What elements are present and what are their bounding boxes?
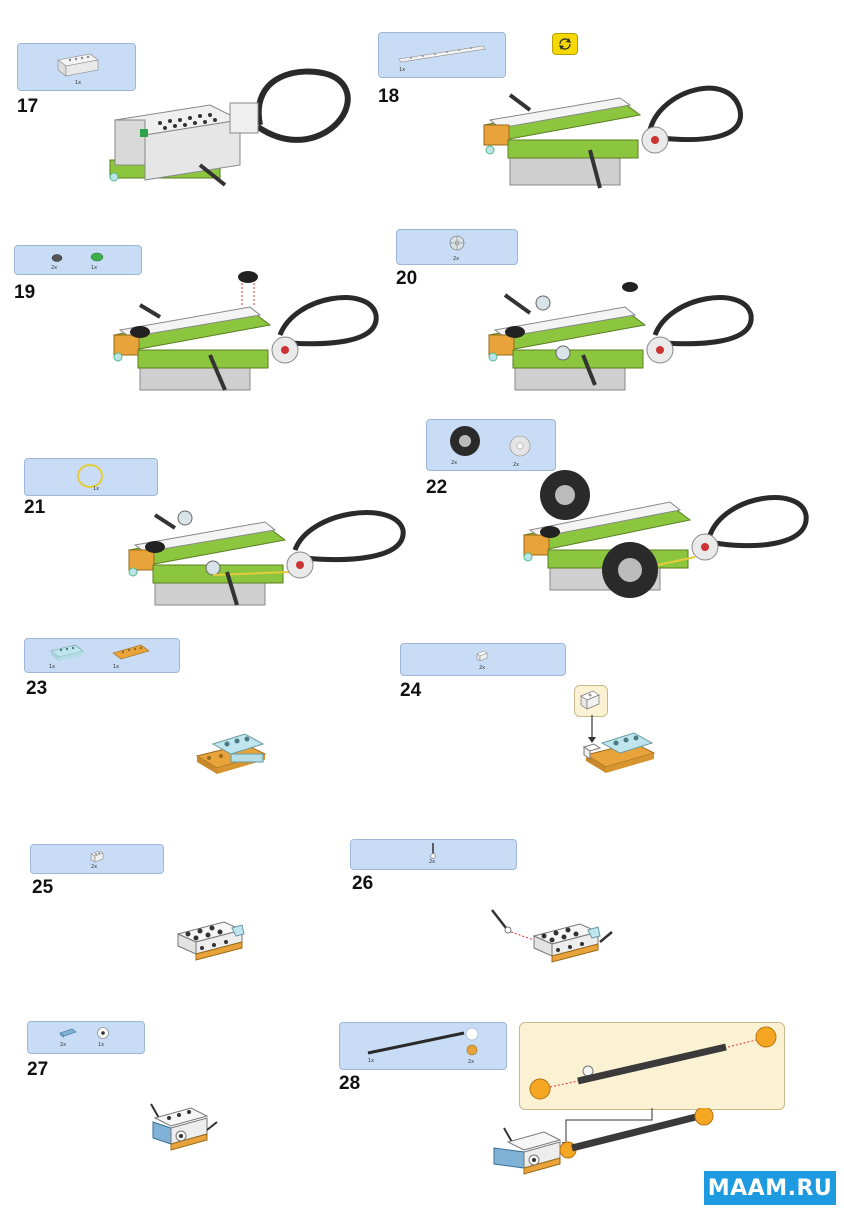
assembly-model-21 bbox=[127, 510, 406, 606]
step-number: 26 bbox=[352, 873, 374, 894]
parts-box-19: 2x 1x bbox=[14, 245, 142, 275]
parts-box-25: 2x bbox=[30, 844, 164, 874]
callout-28 bbox=[519, 1022, 785, 1110]
parts-box-22: 2x 2x bbox=[426, 419, 556, 471]
part-qty: 2x bbox=[479, 665, 486, 671]
assembly-model-17 bbox=[109, 68, 351, 187]
step-number: 20 bbox=[396, 268, 418, 289]
site-watermark: MAAM.RU bbox=[704, 1171, 836, 1205]
bush-white-icon bbox=[97, 1027, 109, 1039]
step-number: 27 bbox=[27, 1059, 49, 1080]
step-number: 18 bbox=[378, 86, 400, 107]
smarthub-brick-icon bbox=[57, 53, 99, 77]
white-brick-icon bbox=[476, 650, 488, 662]
rotate-model-icon bbox=[552, 33, 578, 55]
plate-orange-icon bbox=[112, 644, 150, 660]
step-21: 1x 21 bbox=[0, 440, 420, 620]
parts-box-28: 1x 2x bbox=[339, 1022, 507, 1070]
step-number: 19 bbox=[14, 282, 36, 303]
gear-icon bbox=[449, 235, 465, 251]
tire-icon bbox=[450, 426, 480, 456]
assembly-model-25 bbox=[176, 921, 245, 961]
part-qty: 2x bbox=[60, 1042, 67, 1048]
step-number: 28 bbox=[339, 1073, 361, 1094]
assembly-model-23 bbox=[195, 733, 267, 774]
rubber-band-icon bbox=[77, 464, 103, 488]
part-qty: 1x bbox=[91, 265, 98, 271]
step-number: 17 bbox=[17, 96, 39, 117]
part-qty: 2x bbox=[451, 460, 458, 466]
part-qty: 2x bbox=[51, 265, 58, 271]
tile-blue-icon bbox=[59, 1028, 77, 1038]
step-27: 2x 1x 27 bbox=[0, 1000, 330, 1180]
parts-box-27: 2x 1x bbox=[27, 1021, 145, 1054]
part-qty: 1x bbox=[75, 80, 82, 86]
step-number: 22 bbox=[426, 477, 448, 498]
part-qty: 1x bbox=[98, 1042, 105, 1048]
part-qty: 1x bbox=[368, 1058, 375, 1064]
assembly-model-28 bbox=[493, 1108, 714, 1175]
step-24: 2x 24 bbox=[380, 630, 844, 800]
orange-bush-icon bbox=[465, 1027, 479, 1056]
plate-light-blue-icon bbox=[50, 644, 84, 661]
step-18: 1x 18 bbox=[360, 0, 844, 215]
step-17: 1x 17 bbox=[0, 0, 420, 215]
part-qty: 1x bbox=[93, 486, 100, 492]
assembly-model-24 bbox=[582, 715, 656, 773]
assembly-model-26 bbox=[491, 909, 613, 963]
parts-box-21: 1x bbox=[24, 458, 158, 496]
part-qty: 2x bbox=[453, 256, 460, 262]
liftarm-beam-icon bbox=[398, 45, 486, 63]
round-plate-dark-icon bbox=[51, 254, 63, 262]
round-plate-green-icon bbox=[90, 252, 104, 262]
step-19: 2x 1x 19 bbox=[0, 225, 400, 405]
assembly-model-20 bbox=[487, 282, 754, 391]
axle-pin-icon bbox=[430, 843, 436, 859]
axle-bush-detail bbox=[529, 1026, 777, 1100]
step-23: 1x 1x 23 bbox=[0, 630, 400, 800]
part-qty: 1x bbox=[399, 67, 406, 73]
part-qty: 2x bbox=[513, 462, 520, 468]
white-brick-icon bbox=[580, 690, 600, 710]
step-number: 24 bbox=[400, 680, 422, 701]
assembly-model-19 bbox=[112, 271, 379, 391]
white-brick-2x2-icon bbox=[90, 850, 104, 863]
part-qty: 1x bbox=[49, 664, 56, 670]
assembly-model-22 bbox=[522, 470, 809, 598]
step-number: 23 bbox=[26, 678, 48, 699]
part-qty: 2x bbox=[468, 1059, 475, 1065]
step-20: 2x 20 bbox=[380, 225, 844, 405]
part-qty: 1x bbox=[113, 664, 120, 670]
assembly-model-27 bbox=[150, 1103, 218, 1151]
assembly-model-18 bbox=[482, 85, 743, 189]
parts-box-23: 1x 1x bbox=[24, 638, 180, 673]
part-qty: 2x bbox=[429, 859, 436, 865]
parts-box-18: 1x bbox=[378, 32, 506, 78]
long-axle-icon bbox=[367, 1031, 465, 1055]
step-28: 1x 2x 28 bbox=[330, 1000, 844, 1211]
step-number: 25 bbox=[32, 877, 54, 898]
step-22: 2x 2x 22 bbox=[410, 415, 844, 615]
parts-box-26: 2x bbox=[350, 839, 517, 870]
parts-box-20: 2x bbox=[396, 229, 518, 265]
parts-box-24: 2x bbox=[400, 643, 566, 676]
step-number: 21 bbox=[24, 497, 46, 518]
wheel-hub-icon bbox=[509, 435, 531, 457]
part-qty: 2x bbox=[91, 864, 98, 870]
step-26: 2x 26 bbox=[340, 830, 844, 980]
callout-24 bbox=[574, 685, 608, 717]
step-25: 2x 25 bbox=[0, 830, 340, 980]
parts-box-17: 1x bbox=[17, 43, 136, 91]
